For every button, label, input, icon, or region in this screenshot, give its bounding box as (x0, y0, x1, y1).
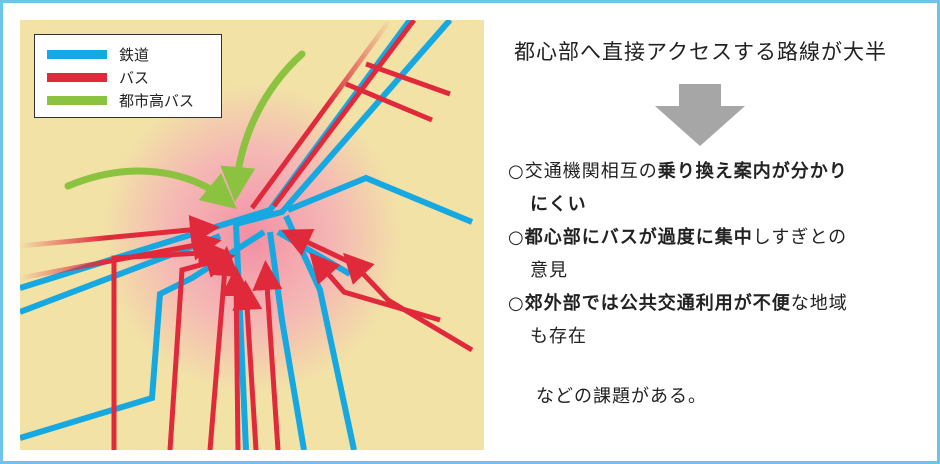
issue-continuation: も存在 (508, 320, 918, 353)
railway-line (286, 174, 474, 225)
issue-emphasis: 郊外部では公共交通利用が不便 (524, 293, 791, 314)
legend-label: 都市高バス (119, 92, 195, 110)
issue-text: 意見 (530, 260, 568, 281)
bus-line (280, 228, 360, 269)
expressway-bus-arrow (220, 50, 306, 202)
railway-line (232, 20, 453, 450)
bus-line (345, 81, 433, 123)
issue-continuation: にくい (508, 188, 918, 221)
bus-line (365, 61, 451, 97)
expressway-bus-swatch (47, 96, 107, 105)
legend-label: バス (119, 69, 150, 87)
map-legend: 鉄道 バス 都市高バス (34, 34, 222, 118)
issue-text: 交通機関相互の (524, 161, 658, 182)
heading: 都心部へ直接アクセスする路線が大半 (514, 40, 887, 64)
bullet-mark: ○ (508, 293, 525, 314)
issue-text: も存在 (530, 326, 587, 347)
bus-line (232, 280, 263, 450)
legend-label: 鉄道 (119, 46, 150, 64)
bus-line (343, 252, 474, 353)
bullet-mark: ○ (508, 161, 525, 182)
issue-emphasis: 都心部にバスが過度に集中 (524, 227, 753, 248)
issue-text: しすぎとの (752, 227, 848, 248)
bus-swatch (47, 73, 107, 82)
expressway-bus-arrows (64, 50, 306, 209)
issue-continuation: 意見 (508, 254, 918, 287)
bus-lines (20, 20, 474, 450)
bullet-mark: ○ (508, 227, 525, 248)
legend-item-bus: バス (47, 67, 149, 88)
closing-text: などの課題がある。 (536, 386, 707, 407)
issues-list: ○交通機関相互の乗り換え案内が分かり にくい ○都心部にバスが過度に集中しすぎと… (508, 155, 918, 353)
issue-emphasis: にくい (530, 194, 587, 215)
expressway-bus-arrow (64, 167, 237, 209)
issue-text: な地域 (790, 293, 848, 314)
bus-line (20, 214, 220, 249)
bus-line (249, 20, 393, 210)
bus-line (221, 266, 252, 450)
railway-swatch (47, 50, 107, 59)
bus-line (252, 260, 283, 450)
issue-item: ○都心部にバスが過度に集中しすぎとの (508, 221, 918, 254)
bus-line (272, 20, 416, 208)
legend-item-expressway-bus: 都市高バス (47, 90, 194, 111)
bus-line (309, 252, 441, 323)
legend-item-railway: 鉄道 (47, 44, 149, 65)
down-arrow-icon (655, 84, 745, 146)
issue-emphasis: 乗り換え案内が分かり (657, 161, 848, 182)
issue-item: ○交通機関相互の乗り換え案内が分かり (508, 155, 918, 188)
issue-item: ○郊外部では公共交通利用が不便な地域 (508, 287, 918, 320)
bus-line (111, 238, 228, 450)
